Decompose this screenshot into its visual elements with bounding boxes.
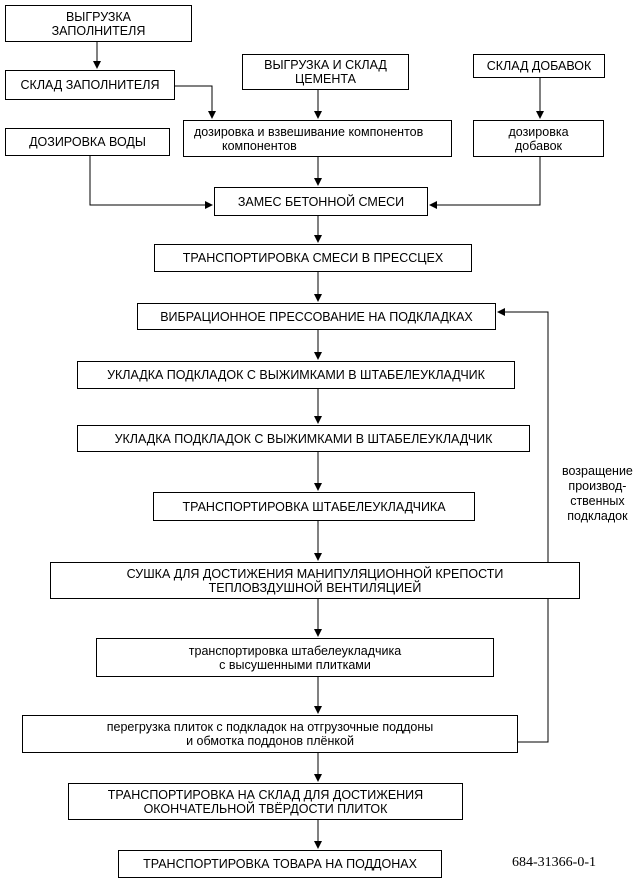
box-vibro-press: ВИБРАЦИОННОЕ ПРЕССОВАНИЕ НА ПОДКЛАДКАХ (137, 303, 496, 330)
box-component-dosing: дозировка и взвешивание компонентов комп… (183, 120, 452, 157)
image-code: 684-31366-0-1 (512, 855, 596, 870)
box-unload-cement: ВЫГРУЗКА И СКЛАД ЦЕМЕНТА (242, 54, 409, 90)
box-transport-goods: ТРАНСПОРТИРОВКА ТОВАРА НА ПОДДОНАХ (118, 850, 442, 878)
box-stack-1: УКЛАДКА ПОДКЛАДОК С ВЫЖИМКАМИ В ШТАБЕЛЕУ… (77, 361, 515, 389)
box-transport-stacker: ТРАНСПОРТИРОВКА ШТАБЕЛЕУКЛАДЧИКА (153, 492, 475, 521)
box-mixing: ЗАМЕС БЕТОННОЙ СМЕСИ (214, 187, 428, 216)
box-unload-filler: ВЫГРУЗКА ЗАПОЛНИТЕЛЯ (5, 5, 192, 42)
box-additives-store: СКЛАД ДОБАВОК (473, 54, 605, 78)
box-water-dosing: ДОЗИРОВКА ВОДЫ (5, 128, 170, 156)
arrow-water-to-mixing (89, 156, 213, 209)
box-additive-dosing: дозировка добавок (473, 120, 604, 157)
box-drying: СУШКА ДЛЯ ДОСТИЖЕНИЯ МАНИПУЛЯЦИОННОЙ КРЕ… (50, 562, 580, 599)
arrow-filler-store-to-dosing (175, 85, 216, 119)
box-reload: перегрузка плиток с подкладок на отгрузо… (22, 715, 518, 753)
return-liners-label: возращение производ- ственных подкладок (562, 464, 633, 523)
box-stack-2: УКЛАДКА ПОДКЛАДОК С ВЫЖИМКАМИ В ШТАБЕЛЕУ… (77, 425, 530, 452)
arrow-additive-dosing-to-mixing (429, 157, 541, 209)
box-transport-mix: ТРАНСПОРТИРОВКА СМЕСИ В ПРЕССЦЕХ (154, 244, 472, 272)
box-transport-dried: транспортировка штабелеукладчика с высуш… (96, 638, 494, 677)
box-filler-store: СКЛАД ЗАПОЛНИТЕЛЯ (5, 70, 175, 100)
box-transport-warehouse: ТРАНСПОРТИРОВКА НА СКЛАД ДЛЯ ДОСТИЖЕНИЯ … (68, 783, 463, 820)
arrow-return-liners (497, 308, 549, 743)
